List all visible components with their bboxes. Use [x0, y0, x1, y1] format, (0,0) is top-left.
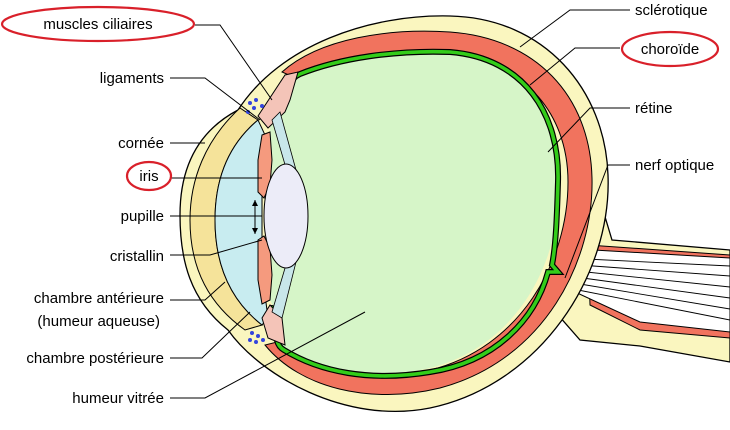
ligament-dots	[246, 98, 265, 344]
label-chambre-posterieure: chambre postérieure	[26, 350, 164, 367]
label-chambre-anterieure: chambre antérieure	[34, 290, 164, 307]
leader-lines	[170, 9, 630, 399]
label-nerf-optique: nerf optique	[635, 157, 714, 174]
ciliary-muscle-bottom	[261, 304, 286, 346]
label-pupille: pupille	[121, 208, 164, 225]
label-humeur-vitree: humeur vitrée	[72, 390, 164, 407]
label-iris: iris	[139, 168, 158, 185]
retina-line-fill	[270, 49, 562, 378]
highlight-iris	[125, 160, 173, 192]
pupil-arrow-head-top	[252, 200, 258, 206]
vitreous-shape	[270, 52, 560, 375]
highlight-choroide	[620, 30, 720, 68]
optic-nerve-fiber-lines	[564, 257, 730, 321]
label-muscles-ciliaires: muscles ciliaires	[43, 16, 152, 33]
label-retine: rétine	[635, 100, 673, 117]
label-cristallin: cristallin	[110, 248, 164, 265]
label-cornee: cornée	[118, 135, 164, 152]
ciliary-muscle-top	[257, 71, 299, 129]
label-humeur-aqueuse: (humeur aqueuse)	[37, 313, 160, 330]
label-ligaments: ligaments	[100, 70, 164, 87]
label-sclerotique: sclérotique	[635, 2, 708, 19]
label-choroide: choroïde	[641, 41, 699, 58]
lens-shape	[263, 163, 309, 269]
highlight-muscles-ciliaires	[0, 5, 196, 43]
iris-bottom	[257, 235, 273, 305]
pupil-arrow-head-bottom	[252, 228, 258, 234]
